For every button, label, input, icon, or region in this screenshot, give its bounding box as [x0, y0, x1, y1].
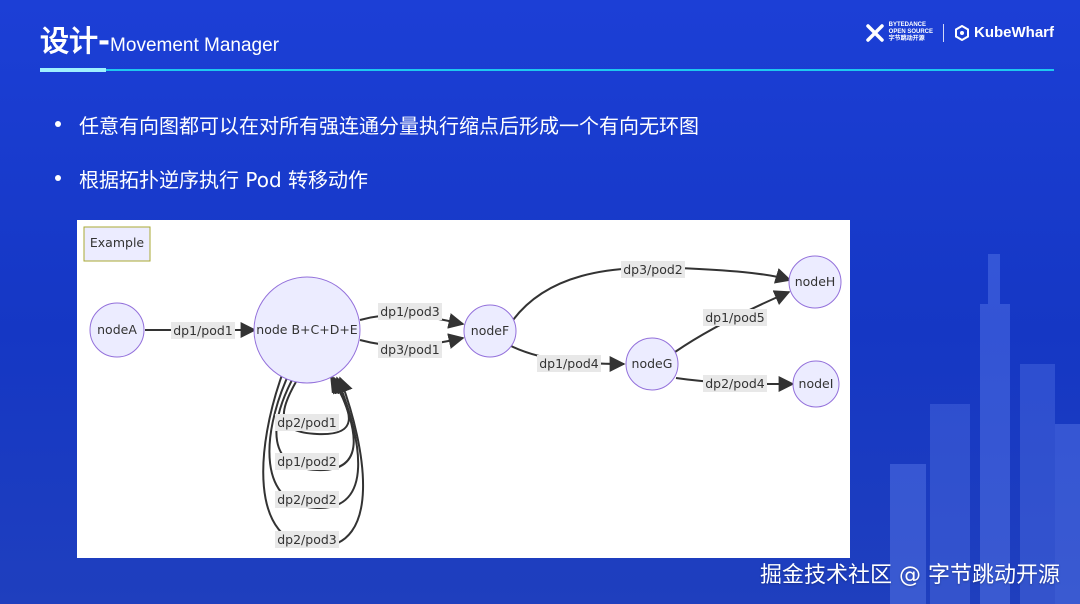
node-i-label: nodeI — [799, 376, 834, 391]
edge-label-b-f-1: dp1/pod3 — [380, 304, 440, 319]
watermark-text: 掘金技术社区 @ 字节跳动开源 — [760, 563, 1060, 588]
edge-label-g-h: dp1/pod5 — [705, 310, 765, 325]
example-label: Example — [90, 235, 145, 250]
bytedance-open-source-logo: BYTEDANCE OPEN SOURCE 字节跳动开源 — [865, 22, 933, 43]
page-title: 设计-Movement Manager — [40, 18, 279, 60]
header-divider — [40, 69, 1054, 71]
node-labels: nodeA node B+C+D+E nodeF nodeG nodeH nod… — [97, 274, 835, 391]
node-h-label: nodeH — [795, 274, 836, 289]
edge-label-loop-4: dp2/pod3 — [277, 532, 337, 547]
logo-cn-text: 字节跳动开源 — [888, 36, 925, 42]
node-bcde-label: node B+C+D+E — [256, 322, 358, 337]
edge-label-b-f-2: dp3/pod1 — [380, 342, 440, 357]
node-a-label: nodeA — [97, 322, 137, 337]
example-cluster-label: Example — [83, 226, 151, 262]
edge-label-f-g: dp1/pod4 — [539, 356, 599, 371]
header-divider-accent — [40, 68, 106, 72]
bullet-item: 任意有向图都可以在对所有强连通分量执行缩点后形成一个有向无环图 — [55, 108, 699, 140]
node-f — [463, 304, 517, 358]
loop-edge — [268, 376, 360, 510]
node-a — [89, 302, 145, 358]
node-g-label: nodeG — [632, 356, 673, 371]
edge-label-loop-2: dp1/pod2 — [277, 454, 337, 469]
bullet-dot — [55, 175, 61, 181]
bullet-text: 根据拓扑逆序执行 Pod 转移动作 — [79, 167, 368, 192]
loop-edge — [282, 375, 350, 436]
bullet-item: 根据拓扑逆序执行 Pod 转移动作 — [55, 162, 699, 194]
node-i — [792, 360, 840, 408]
graph-nodes — [89, 255, 842, 408]
logo-bytedance-text: BYTEDANCE — [888, 22, 926, 28]
bullet-dot — [55, 121, 61, 127]
header-logos: BYTEDANCE OPEN SOURCE 字节跳动开源 KubeWharf — [865, 22, 1054, 43]
logo-divider — [943, 23, 944, 42]
edge-label-loop-3: dp2/pod2 — [277, 492, 337, 507]
logo-open-source-text: OPEN SOURCE — [888, 29, 933, 35]
title-english: Movement Manager — [110, 35, 280, 56]
node-h — [788, 255, 842, 309]
movement-graph-diagram: Example dp1/pod1 dp1/pod3 dp3/pod1 — [77, 220, 850, 558]
kubewharf-text: KubeWharf — [974, 24, 1054, 41]
title-chinese: 设计- — [40, 24, 111, 58]
kubewharf-icon — [955, 24, 969, 41]
edge-label-f-h: dp3/pod2 — [623, 262, 683, 277]
bullet-list: 任意有向图都可以在对所有强连通分量执行缩点后形成一个有向无环图 根据拓扑逆序执行… — [55, 108, 699, 216]
node-g — [625, 337, 679, 391]
bytedance-x-icon — [865, 23, 884, 42]
kubewharf-logo: KubeWharf — [954, 24, 1054, 41]
city-skyline-decoration — [890, 254, 1080, 604]
edge-label-a-b: dp1/pod1 — [173, 323, 233, 338]
edge-label-loop-1: dp2/pod1 — [277, 415, 337, 430]
edge-labels: dp1/pod1 dp1/pod3 dp3/pod1 dp3/pod2 dp1/… — [171, 261, 767, 548]
node-f-label: nodeF — [471, 323, 509, 338]
edge-label-g-i: dp2/pod4 — [705, 376, 765, 391]
bullet-text: 任意有向图都可以在对所有强连通分量执行缩点后形成一个有向无环图 — [79, 113, 699, 138]
node-bcde — [253, 276, 361, 384]
